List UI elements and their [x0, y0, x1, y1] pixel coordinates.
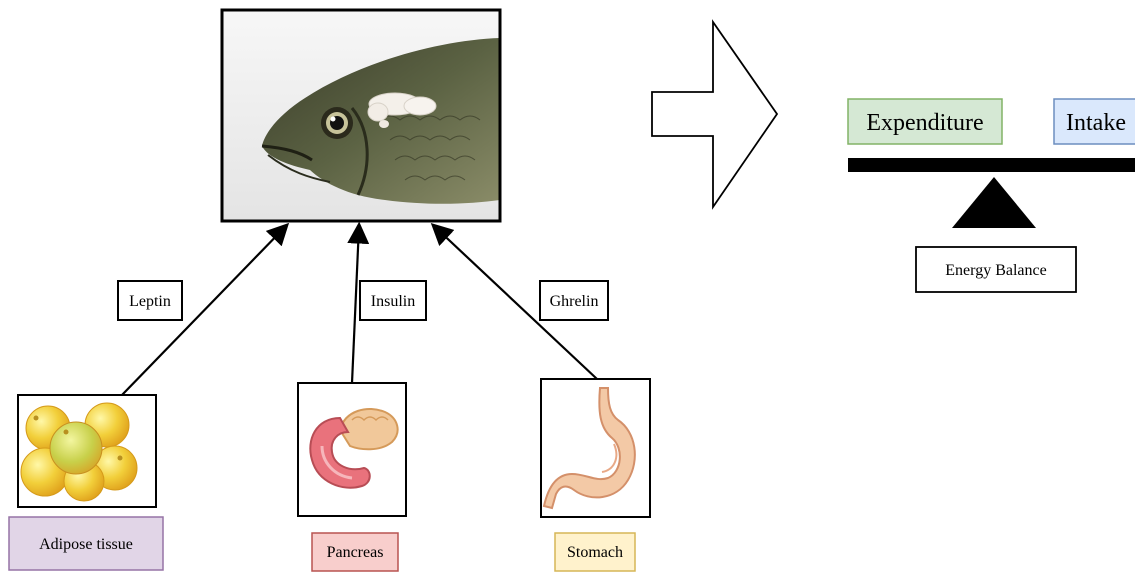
stomach-illustration — [541, 379, 650, 517]
energy-balance-caption-box: Energy Balance — [916, 247, 1076, 292]
ghrelin-label: Ghrelin — [550, 293, 599, 310]
intake-label: Intake — [1066, 110, 1126, 136]
adipose-tissue-label: Adipose tissue — [39, 536, 133, 553]
big-right-arrow-icon — [652, 22, 777, 207]
adipose-tissue-label-box: Adipose tissue — [9, 517, 163, 570]
balance-beam — [848, 158, 1135, 172]
pancreas-label-box: Pancreas — [312, 533, 398, 571]
fish-brain-illustration — [222, 10, 500, 221]
pancreas-illustration — [298, 383, 406, 516]
stomach-label: Stomach — [567, 544, 623, 561]
energy-balance-label: Energy Balance — [945, 262, 1046, 279]
pancreas-label: Pancreas — [327, 544, 384, 561]
hormone-label-insulin: Insulin — [360, 281, 426, 320]
hormone-label-ghrelin: Ghrelin — [540, 281, 608, 320]
expenditure-box: Expenditure — [848, 99, 1002, 144]
leptin-label: Leptin — [129, 293, 171, 310]
hormone-label-leptin: Leptin — [118, 281, 182, 320]
expenditure-label: Expenditure — [866, 110, 983, 136]
adipose-illustration — [18, 395, 156, 507]
balance-fulcrum-icon — [952, 177, 1036, 228]
intake-box: Intake — [1054, 99, 1135, 144]
stomach-label-box: Stomach — [555, 533, 635, 571]
arrow-pancreas-to-brain — [352, 226, 359, 383]
insulin-label: Insulin — [371, 293, 415, 310]
